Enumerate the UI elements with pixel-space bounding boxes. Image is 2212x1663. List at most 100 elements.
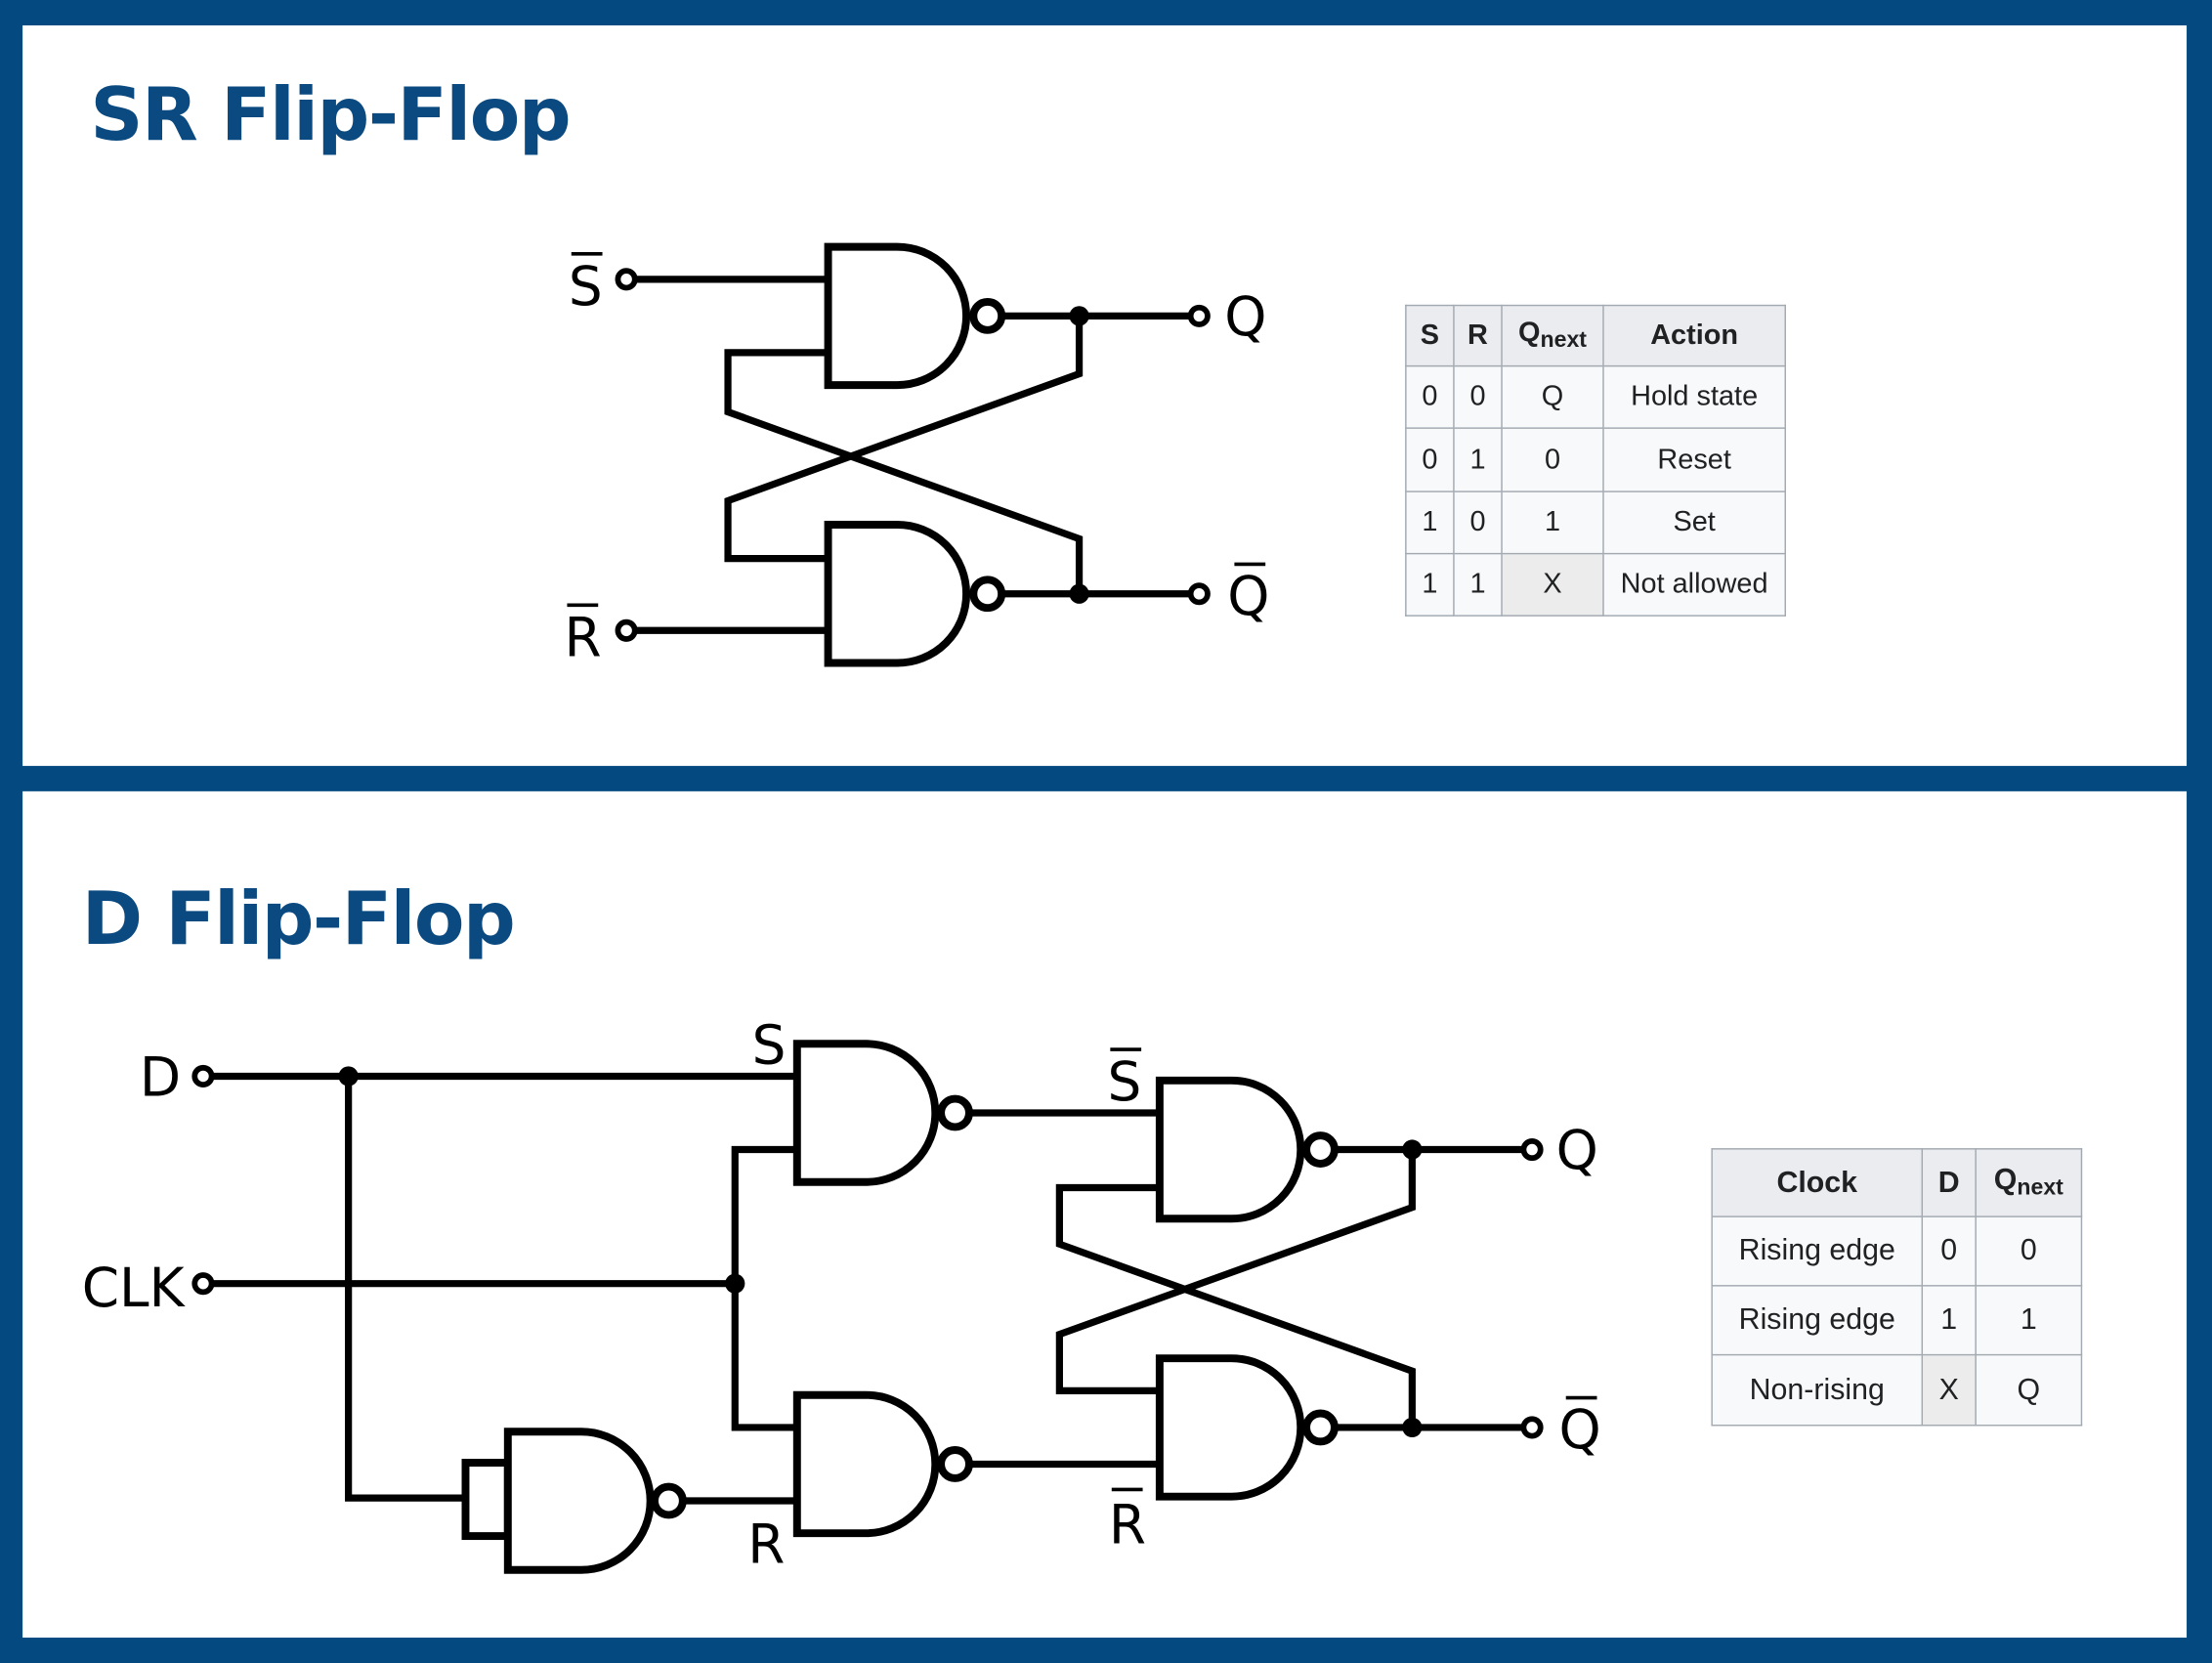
nand-gate-latch-top <box>1155 1076 1305 1223</box>
cell-r: 0 <box>1453 490 1503 555</box>
label-r-bar: R <box>1109 1493 1146 1556</box>
terminal-r-bar <box>615 618 638 642</box>
label-q: Q <box>1556 1120 1598 1182</box>
cell-q: 0 <box>1975 1215 2083 1287</box>
cell-action: Set <box>1602 490 1786 555</box>
cell-q: 0 <box>1501 427 1604 492</box>
d-truth-table: Clock D Qnext Rising edge 0 0 Rising edg… <box>1711 1148 2083 1427</box>
nand-gate-s <box>792 1040 940 1186</box>
d-flip-flop-diagram: D CLK S R S R Q Q <box>82 1013 1601 1575</box>
cell-d: X <box>1921 1353 1977 1427</box>
nand-gate-latch-bottom <box>1155 1354 1305 1501</box>
terminal-q-bar <box>1187 582 1211 606</box>
cell-r: 0 <box>1453 364 1503 429</box>
table-row: Rising edge 1 1 <box>1711 1285 2083 1356</box>
cell-s: 1 <box>1405 552 1455 617</box>
d-title: D Flip-Flop <box>81 876 516 962</box>
inverter-bubble <box>1302 1409 1339 1446</box>
junction-dot <box>1069 306 1089 326</box>
header-action: Action <box>1602 304 1786 367</box>
header-q-next: Qnext <box>1975 1148 2083 1217</box>
cell-r: 1 <box>1453 552 1503 617</box>
table-row: 0 0 Q Hold state <box>1405 364 1786 429</box>
header-clock: Clock <box>1711 1148 1924 1217</box>
cell-action: Hold state <box>1602 364 1786 429</box>
cell-clock: Rising edge <box>1711 1285 1924 1356</box>
terminal-q-bar <box>1520 1416 1544 1439</box>
junction-dot <box>1402 1417 1423 1438</box>
wire-feedback-qbar-to-top <box>724 349 1084 594</box>
inverter-bubble <box>650 1482 687 1519</box>
label-clk: CLK <box>82 1257 187 1319</box>
header-s: S <box>1405 304 1455 367</box>
cell-q: 1 <box>1501 490 1604 555</box>
cell-q: 1 <box>1975 1285 2083 1356</box>
nand-input-tie <box>461 1459 512 1541</box>
table-row: 0 1 0 Reset <box>1405 427 1786 492</box>
wire-feedback-q-to-bottom <box>1055 1149 1416 1394</box>
junction-dot <box>1402 1139 1423 1160</box>
table-row: Rising edge 0 0 <box>1711 1215 2083 1287</box>
terminal-q <box>1187 304 1211 327</box>
header-q-next: Qnext <box>1501 304 1604 367</box>
inverter-bubble <box>969 297 1006 334</box>
table-header-row: Clock D Qnext <box>1711 1148 2083 1217</box>
label-q-bar: Q <box>1559 1399 1601 1462</box>
inverter-bubble <box>937 1446 973 1482</box>
sr-title: SR Flip-Flop <box>90 73 571 158</box>
cell-clock: Rising edge <box>1711 1215 1924 1287</box>
label-d: D <box>140 1046 181 1109</box>
terminal-d <box>191 1064 215 1088</box>
inverter-bubble <box>937 1094 973 1131</box>
sr-panel <box>22 24 2188 766</box>
header-q-sub: next <box>2017 1175 2063 1201</box>
header-r: R <box>1453 304 1503 367</box>
terminal-q <box>1520 1137 1544 1162</box>
inverter-bubble <box>969 576 1006 613</box>
cell-s: 1 <box>1405 490 1455 555</box>
junction-dot <box>725 1273 745 1294</box>
sr-truth-table: S R Qnext Action 0 0 Q Hold state 0 1 0 … <box>1405 304 1786 617</box>
cell-r: 1 <box>1453 427 1503 492</box>
wire-clk-to-gates <box>731 1145 797 1431</box>
terminal-s-bar <box>615 268 638 291</box>
cell-q: Q <box>1501 364 1604 429</box>
label-s: S <box>752 1013 787 1076</box>
nand-gate-inverter <box>503 1428 655 1574</box>
header-q-sub: next <box>1540 328 1588 353</box>
label-q: Q <box>1224 286 1266 349</box>
cell-s: 0 <box>1405 364 1455 429</box>
nand-gate-r <box>792 1390 940 1538</box>
wire-feedback-qbar-to-top <box>1055 1183 1416 1428</box>
nand-gate-top <box>824 242 971 390</box>
table-row: Non-rising X Q <box>1711 1353 2083 1427</box>
inverter-bubble <box>1302 1131 1339 1168</box>
terminal-clk <box>191 1272 215 1296</box>
cell-action: Not allowed <box>1602 552 1786 617</box>
cell-d: 1 <box>1921 1285 1977 1356</box>
cell-q: Q <box>1975 1353 2083 1427</box>
sr-latch-diagram: S R Q Q <box>565 242 1269 668</box>
label-q-bar: Q <box>1227 565 1269 627</box>
table-row: 1 1 X Not allowed <box>1405 552 1786 617</box>
cell-q: X <box>1501 552 1604 617</box>
wire-feedback-q-to-bottom <box>724 316 1084 563</box>
label-s-bar: S <box>1107 1050 1141 1113</box>
junction-dot <box>1069 583 1089 604</box>
table-row: 1 0 1 Set <box>1405 490 1786 555</box>
cell-action: Reset <box>1602 427 1786 492</box>
junction-dot <box>338 1066 359 1087</box>
header-q-main: Q <box>1993 1163 2018 1197</box>
label-s-bar: S <box>569 255 603 318</box>
nand-gate-bottom <box>824 521 971 667</box>
cell-clock: Non-rising <box>1711 1353 1924 1427</box>
wire-d-to-inverter <box>345 1076 466 1502</box>
cell-d: 0 <box>1921 1215 1977 1287</box>
header-q-main: Q <box>1518 317 1541 349</box>
label-r-bar: R <box>565 606 602 668</box>
label-r: R <box>747 1514 785 1576</box>
cell-s: 0 <box>1405 427 1455 492</box>
table-header-row: S R Qnext Action <box>1405 304 1786 367</box>
